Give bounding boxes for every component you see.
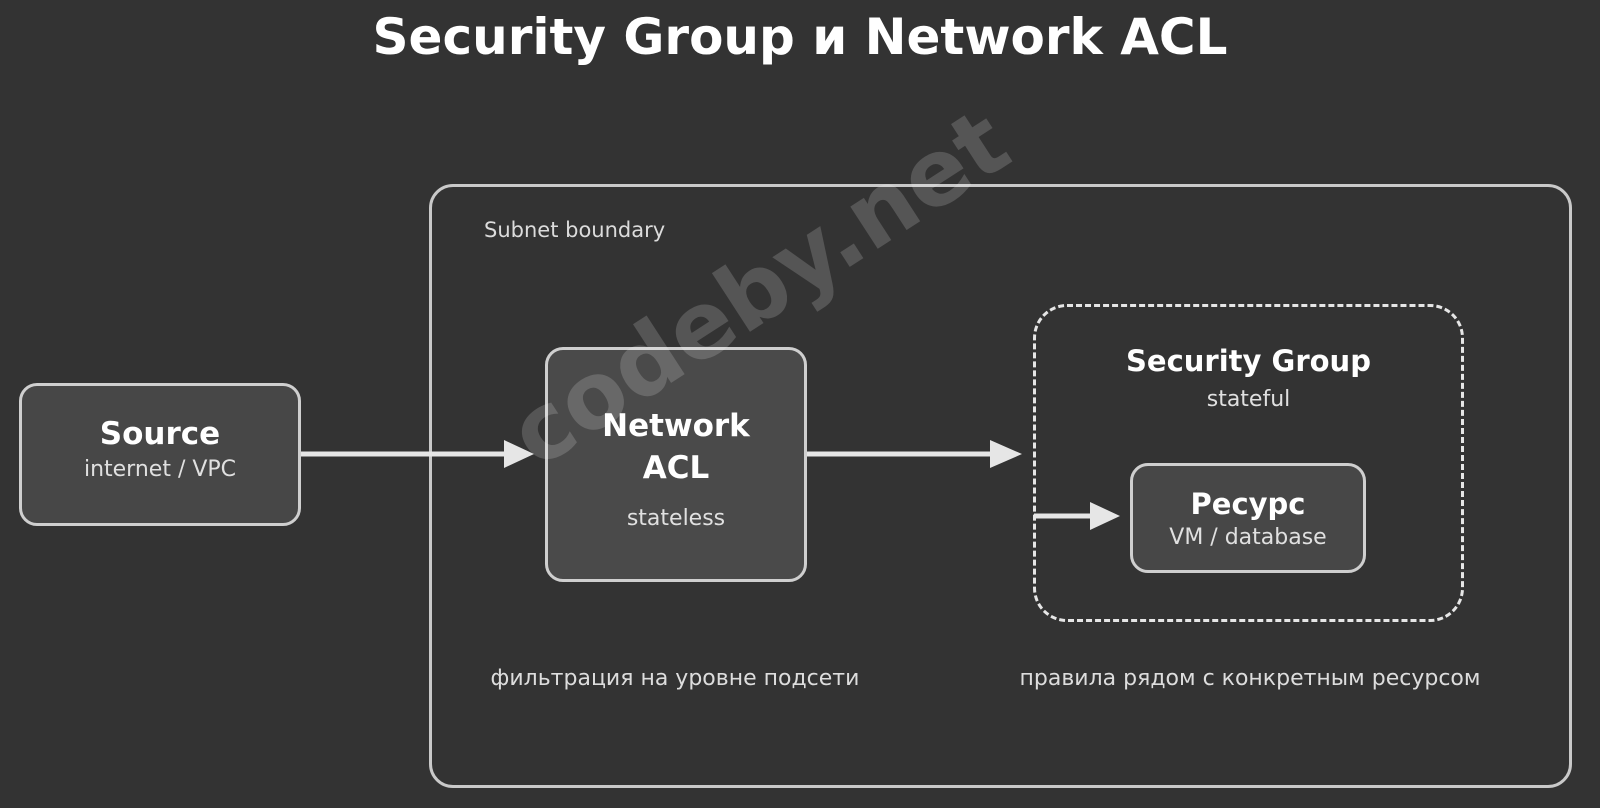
subnet-boundary-label: Subnet boundary bbox=[484, 218, 666, 242]
network-acl-node: Network ACL stateless bbox=[545, 347, 807, 582]
arrow-acl-to-sg bbox=[806, 440, 1022, 468]
arrow-source-to-acl bbox=[300, 440, 534, 468]
security-group-subtitle: stateful bbox=[1206, 387, 1291, 412]
source-subtitle: internet / VPC bbox=[83, 457, 237, 482]
security-group-title: Security Group bbox=[1126, 344, 1371, 378]
arrow-sg-to-resource bbox=[1034, 502, 1120, 530]
resource-rules-caption: правила рядом с конкретным ресурсом bbox=[1019, 666, 1481, 691]
resource-node: Ресурс VM / database bbox=[1130, 463, 1366, 573]
network-acl-title: Network ACL bbox=[602, 408, 750, 486]
subnet-filtering-caption: фильтрация на уровне подсети bbox=[490, 666, 860, 691]
subnet-boundary bbox=[429, 184, 1572, 788]
diagram-title: Security Group и Network ACL bbox=[372, 8, 1228, 66]
source-title: Source bbox=[99, 416, 221, 452]
resource-subtitle: VM / database bbox=[1169, 525, 1327, 550]
resource-title: Ресурс bbox=[1190, 487, 1306, 521]
source-node: Source internet / VPC bbox=[19, 383, 301, 526]
security-group-container bbox=[1033, 304, 1464, 622]
network-acl-subtitle: stateless bbox=[626, 506, 726, 531]
